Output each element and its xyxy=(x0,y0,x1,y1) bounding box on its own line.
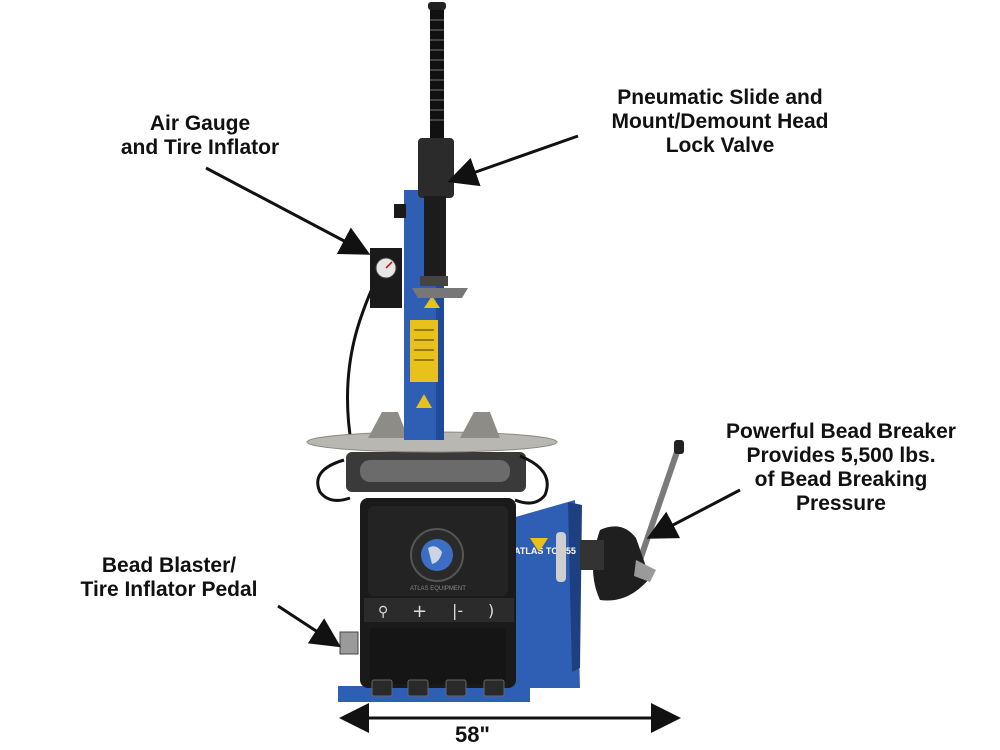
bead-breaker-line-4: Pressure xyxy=(796,492,886,515)
bead-breaker-arrow xyxy=(646,488,741,539)
coil-spring xyxy=(430,4,444,138)
bead-breaker-lever[interactable] xyxy=(637,443,682,563)
pneumatic-arrow xyxy=(447,134,579,187)
control-strip xyxy=(364,598,514,622)
bead-blaster-line-2: Tire Inflator Pedal xyxy=(80,578,258,601)
air-gauge-arrow xyxy=(205,166,371,255)
brand-label: ATLAS TC-755 xyxy=(514,546,576,556)
svg-text:): ) xyxy=(488,601,494,620)
bead-blaster-line-1: Bead Blaster/ xyxy=(101,554,237,577)
bead-breaker-line-1: Powerful Bead Breaker xyxy=(726,420,956,443)
bead-breaker-line-3: of Bead Breaking xyxy=(754,468,928,491)
pneumatic-callout: Pneumatic Slide and Mount/Demount Head L… xyxy=(575,86,865,158)
slide-housing xyxy=(418,138,454,198)
mount-head xyxy=(412,288,468,298)
bead-blaster-arrow xyxy=(277,604,342,648)
emblem-text: ATLAS EQUIPMENT xyxy=(410,586,466,592)
logo-mark xyxy=(530,538,548,552)
bead-breaker-line-2: Provides 5,500 lbs. xyxy=(746,444,936,467)
pneumatic-line-2: Mount/Demount Head xyxy=(611,110,829,133)
svg-text:|-: |- xyxy=(452,601,463,620)
pneumatic-line-3: Lock Valve xyxy=(665,134,775,157)
air-gauge-line-2: and Tire Inflator xyxy=(120,136,280,159)
bead-breaker-blade xyxy=(593,526,650,601)
svg-text:⚲: ⚲ xyxy=(378,604,388,620)
foot-pedals[interactable] xyxy=(371,679,505,697)
bead-breaker-callout: Powerful Bead Breaker Provides 5,500 lbs… xyxy=(696,420,986,516)
width-dimension-label: 58" xyxy=(455,722,490,747)
bead-blaster-callout: Bead Blaster/ Tire Inflator Pedal xyxy=(54,554,284,602)
svg-text:+: + xyxy=(412,601,427,622)
air-gauge-callout: Air Gauge and Tire Inflator xyxy=(100,112,300,160)
pneumatic-line-1: Pneumatic Slide and xyxy=(617,86,823,109)
bead-blaster-pedal[interactable] xyxy=(339,631,359,655)
air-gauge-line-1: Air Gauge xyxy=(149,112,251,135)
